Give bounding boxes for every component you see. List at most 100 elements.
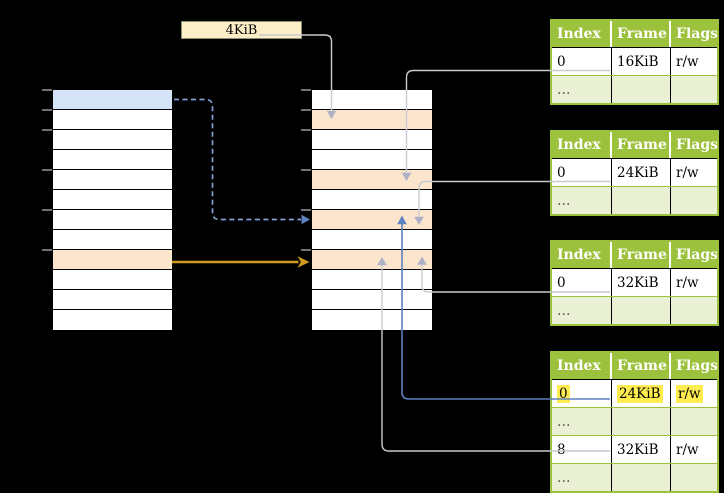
page-table-level2-cell-2-0: 8: [552, 436, 612, 463]
address-tick: [301, 169, 311, 171]
page-table-level2-cell-1-2: [671, 408, 717, 435]
left-memory-column-row-4: [53, 170, 172, 190]
left-memory-column-row-11: [53, 310, 172, 330]
page-table-32kib-cell-0-1: 32KiB: [612, 269, 671, 296]
page-table-32kib-cell-0-2: r/w: [671, 269, 717, 296]
page-table-16kib-row-1: …: [552, 75, 717, 103]
page-table-32kib-cell-1-1: [612, 297, 671, 324]
page-table-level2-cell-2-1: 32KiB: [612, 436, 671, 463]
address-tick: [42, 169, 52, 171]
right-memory-column-row-11: [312, 310, 432, 330]
highlighted-value: 24KiB: [617, 384, 663, 403]
right-memory-column-row-3: [312, 150, 432, 170]
page-table-level2-row-0: 0 24KiB r/w: [552, 379, 717, 407]
right-memory-column-row-4: [312, 170, 432, 190]
page-table-level2-cell-3-1: [612, 464, 671, 491]
arrow-virtual-to-frame6-dashed: [174, 98, 301, 221]
page-table-32kib-header-flags: Flags: [676, 247, 717, 263]
right-memory-column: [311, 89, 433, 331]
left-memory-column-row-8: [53, 250, 172, 270]
arrow-virtual-to-frame6-dashed-head: [301, 214, 310, 225]
address-tick: [42, 129, 52, 131]
address-tick: [42, 209, 52, 211]
page-table-level2-cell-1-0: …: [552, 408, 612, 435]
page-table-level2-header-index: Index: [552, 353, 612, 379]
left-memory-column-row-3: [53, 150, 172, 170]
page-table-24kib-cell-1-0: …: [552, 187, 612, 214]
address-tick: [301, 129, 311, 131]
right-memory-column-row-0: [312, 90, 432, 110]
left-memory-column-row-10: [53, 290, 172, 310]
highlighted-value: 0: [557, 384, 570, 403]
page-size-label: 4KiB: [181, 21, 302, 39]
left-memory-column-row-1: [53, 110, 172, 130]
right-memory-column-row-1: [312, 110, 432, 130]
page-table-32kib-cell-1-0: …: [552, 297, 612, 324]
left-memory-column-row-0: [53, 90, 172, 110]
page-table-24kib-cell-0-2: r/w: [671, 159, 717, 186]
page-table-32kib-cell-0-0: 0: [552, 269, 612, 296]
arrow-virtual-to-frame8-gold-head: [297, 256, 310, 268]
page-table-level2-cell-0-2: r/w: [671, 380, 717, 407]
highlighted-value: r/w: [676, 384, 703, 403]
page-table-32kib-row-1: …: [552, 296, 717, 324]
page-table-24kib-header-frame: Frame: [612, 132, 671, 158]
left-memory-column-row-5: [53, 190, 172, 210]
left-memory-column-row-7: [53, 230, 172, 250]
page-table-level2-cell-1-1: [612, 408, 671, 435]
page-table-level2-header-flags: Flags: [676, 358, 717, 374]
page-table-16kib-cell-1-2: [671, 76, 717, 103]
page-table-16kib-cell-1-0: …: [552, 76, 612, 103]
page-table-level2-cell-2-2: r/w: [671, 436, 717, 463]
right-memory-column-row-2: [312, 130, 432, 150]
left-memory-column-row-9: [53, 270, 172, 290]
right-memory-column-row-10: [312, 290, 432, 310]
page-table-level2-header-frame: Frame: [612, 353, 671, 379]
right-memory-column-row-7: [312, 230, 432, 250]
left-memory-column: [52, 89, 173, 331]
page-table-24kib-cell-1-2: [671, 187, 717, 214]
right-memory-column-row-6: [312, 210, 432, 230]
page-table-level2-cell-0-0: 0: [552, 380, 612, 407]
page-table-16kib-cell-0-0: 0: [552, 48, 612, 75]
page-table-24kib-header-flags: Flags: [676, 137, 717, 153]
right-memory-column-row-5: [312, 190, 432, 210]
page-table-24kib-cell-1-1: [612, 187, 671, 214]
page-table-level2-row-1: …: [552, 407, 717, 435]
page-table-24kib-header-index: Index: [552, 132, 612, 158]
page-table-32kib-header-frame: Frame: [612, 242, 671, 268]
page-table-16kib-cell-0-1: 16KiB: [612, 48, 671, 75]
page-table-16kib-header-index: Index: [552, 21, 612, 47]
address-tick: [42, 89, 52, 91]
page-table-32kib-cell-1-2: [671, 297, 717, 324]
address-tick: [42, 109, 52, 111]
page-table-level2-cell-0-1: 24KiB: [612, 380, 671, 407]
address-tick: [301, 89, 311, 91]
page-table-16kib-cell-0-2: r/w: [671, 48, 717, 75]
page-table-24kib-row-1: …: [552, 186, 717, 214]
page-table-level2-row-3: …: [552, 463, 717, 491]
right-memory-column-row-9: [312, 270, 432, 290]
page-table-level2-cell-3-2: [671, 464, 717, 491]
address-tick: [301, 209, 311, 211]
left-memory-column-row-6: [53, 210, 172, 230]
address-tick: [301, 109, 311, 111]
page-table-32kib-header-index: Index: [552, 242, 612, 268]
page-table-level2-cell-3-0: …: [552, 464, 612, 491]
left-memory-column-row-2: [53, 130, 172, 150]
page-table-24kib-cell-0-0: 0: [552, 159, 612, 186]
page-table-16kib-header-flags: Flags: [676, 26, 717, 42]
address-tick: [301, 249, 311, 251]
